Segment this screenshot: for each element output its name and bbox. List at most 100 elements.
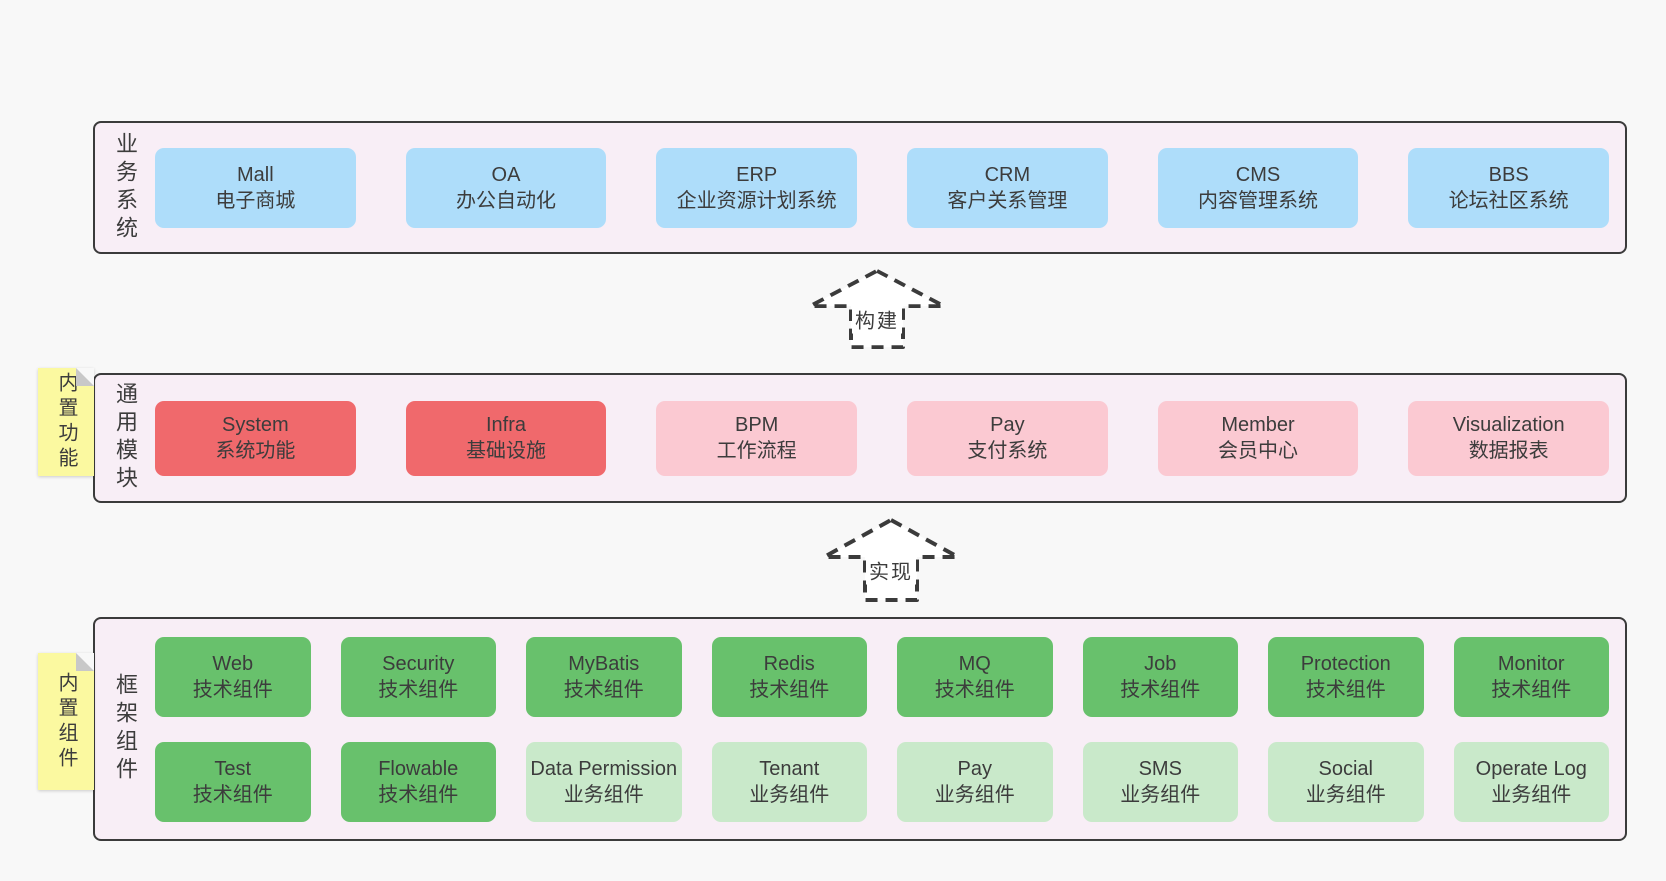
box-title: Security <box>382 652 455 675</box>
components-rows: Web 技术组件 Security 技术组件 MyBatis 技术组件 Redi… <box>155 619 1625 839</box>
box-redis: Redis 技术组件 <box>711 636 867 717</box>
box-title: System <box>221 414 289 436</box>
box-system: System 系统功能 <box>155 400 356 476</box>
sticky-note-built-in-components: 内置组件 <box>38 653 94 790</box>
box-subtitle: 业务组件 <box>1491 783 1572 806</box>
folded-corner-icon <box>76 368 94 386</box>
box-title: BBS <box>1488 163 1529 186</box>
box-subtitle: 会员中心 <box>1218 440 1299 462</box>
business-systems-row: Mall 电子商城 OA 办公自动化 ERP 企业资源计划系统 CRM 客户关系… <box>155 123 1625 252</box>
box-protection: Protection 技术组件 <box>1268 636 1424 717</box>
box-subtitle: 论坛社区系统 <box>1448 189 1569 212</box>
box-operate-log: Operate Log 业务组件 <box>1453 741 1609 822</box>
arrow-build-label: 构建 <box>852 304 902 334</box>
layer-title: 通用模块 <box>113 382 138 494</box>
box-flowable: Flowable 技术组件 <box>340 741 496 822</box>
box-title: Infra <box>485 414 527 436</box>
box-title: Member <box>1221 414 1295 436</box>
box-subtitle: 业务组件 <box>749 783 830 806</box>
box-crm: CRM 客户关系管理 <box>907 147 1108 228</box>
box-title: Job <box>1144 652 1177 675</box>
box-title: Data Permission <box>530 757 678 780</box>
arrow-build: 构建 <box>807 268 947 350</box>
box-mybatis: MyBatis 技术组件 <box>526 636 682 717</box>
box-subtitle: 系统功能 <box>215 440 296 462</box>
sticky-note-built-in-features: 内置功能 <box>38 368 94 476</box>
box-bbs: BBS 论坛社区系统 <box>1408 147 1610 228</box>
layer-label-column: 通用模块 <box>95 375 155 501</box>
box-web: Web 技术组件 <box>155 636 311 717</box>
sticky-label: 内置组件 <box>55 671 77 772</box>
box-title: Tenant <box>759 757 820 780</box>
box-subtitle: 技术组件 <box>192 678 273 701</box>
box-title: Visualization <box>1452 414 1565 436</box>
layer-common-modules: 通用模块 System 系统功能 Infra 基础设施 BPM 工作流程 Pay… <box>93 373 1627 503</box>
box-title: MyBatis <box>568 652 640 675</box>
box-monitor: Monitor 技术组件 <box>1453 636 1609 717</box>
box-title: Pay <box>957 757 992 780</box>
box-subtitle: 技术组件 <box>1305 678 1386 701</box>
biz-components-row: Test 技术组件 Flowable 技术组件 Data Permission … <box>155 741 1609 822</box>
box-title: Protection <box>1300 652 1391 675</box>
box-social: Social 业务组件 <box>1268 741 1424 822</box>
box-subtitle: 内容管理系统 <box>1198 189 1319 212</box>
common-modules-row: System 系统功能 Infra 基础设施 BPM 工作流程 Pay 支付系统… <box>155 375 1625 501</box>
box-subtitle: 数据报表 <box>1468 440 1549 462</box>
layer-framework-components: 框架组件 Web 技术组件 Security 技术组件 MyBatis 技术组件… <box>93 617 1627 841</box>
box-subtitle: 技术组件 <box>378 783 459 806</box>
box-title: CRM <box>984 163 1031 186</box>
layer-title: 框架组件 <box>113 673 138 785</box>
layer-label-column: 业务系统 <box>95 123 155 252</box>
box-title: SMS <box>1138 757 1182 780</box>
box-subtitle: 技术组件 <box>934 678 1015 701</box>
box-title: CMS <box>1235 163 1281 186</box>
box-subtitle: 技术组件 <box>749 678 830 701</box>
box-subtitle: 技术组件 <box>192 783 273 806</box>
box-data-permission: Data Permission 业务组件 <box>526 741 682 822</box>
box-pay-biz: Pay 业务组件 <box>897 741 1053 822</box>
box-subtitle: 技术组件 <box>1120 678 1201 701</box>
box-tenant: Tenant 业务组件 <box>711 741 867 822</box>
arrow-implement: 实现 <box>821 517 961 603</box>
box-title: OA <box>491 163 521 186</box>
box-subtitle: 电子商城 <box>215 189 296 212</box>
box-job: Job 技术组件 <box>1082 636 1238 717</box>
box-subtitle: 技术组件 <box>563 678 644 701</box>
box-title: Web <box>212 652 254 675</box>
box-title: Pay <box>990 414 1025 436</box>
tech-components-row: Web 技术组件 Security 技术组件 MyBatis 技术组件 Redi… <box>155 636 1609 717</box>
layer-label-column: 框架组件 <box>95 619 155 839</box>
box-subtitle: 客户关系管理 <box>947 189 1068 212</box>
layer-business-systems: 业务系统 Mall 电子商城 OA 办公自动化 ERP 企业资源计划系统 CRM… <box>93 121 1627 254</box>
box-sms: SMS 业务组件 <box>1082 741 1238 822</box>
box-pay: Pay 支付系统 <box>907 400 1108 476</box>
box-title: BPM <box>735 414 779 436</box>
box-subtitle: 支付系统 <box>967 440 1048 462</box>
box-mall: Mall 电子商城 <box>155 147 356 228</box>
box-infra: Infra 基础设施 <box>405 400 607 476</box>
box-title: Operate Log <box>1475 757 1587 780</box>
box-bpm: BPM 工作流程 <box>656 400 858 476</box>
box-subtitle: 办公自动化 <box>456 189 556 212</box>
box-subtitle: 业务组件 <box>1120 783 1201 806</box>
box-title: MQ <box>958 652 991 675</box>
box-member: Member 会员中心 <box>1157 400 1359 476</box>
box-title: Redis <box>763 652 815 675</box>
box-subtitle: 企业资源计划系统 <box>676 189 837 212</box>
box-erp: ERP 企业资源计划系统 <box>656 147 858 228</box>
box-subtitle: 工作流程 <box>716 440 797 462</box>
box-subtitle: 业务组件 <box>934 783 1015 806</box>
box-cms: CMS 内容管理系统 <box>1157 147 1359 228</box>
box-subtitle: 技术组件 <box>1491 678 1572 701</box>
box-mq: MQ 技术组件 <box>897 636 1053 717</box>
box-test: Test 技术组件 <box>155 741 311 822</box>
box-title: Social <box>1318 757 1373 780</box>
box-title: ERP <box>736 163 778 186</box>
box-subtitle: 业务组件 <box>563 783 644 806</box>
box-subtitle: 基础设施 <box>466 440 546 462</box>
arrow-implement-label: 实现 <box>866 555 916 585</box>
box-oa: OA 办公自动化 <box>405 147 607 228</box>
folded-corner-icon <box>76 653 94 671</box>
layer-title: 业务系统 <box>113 131 138 244</box>
